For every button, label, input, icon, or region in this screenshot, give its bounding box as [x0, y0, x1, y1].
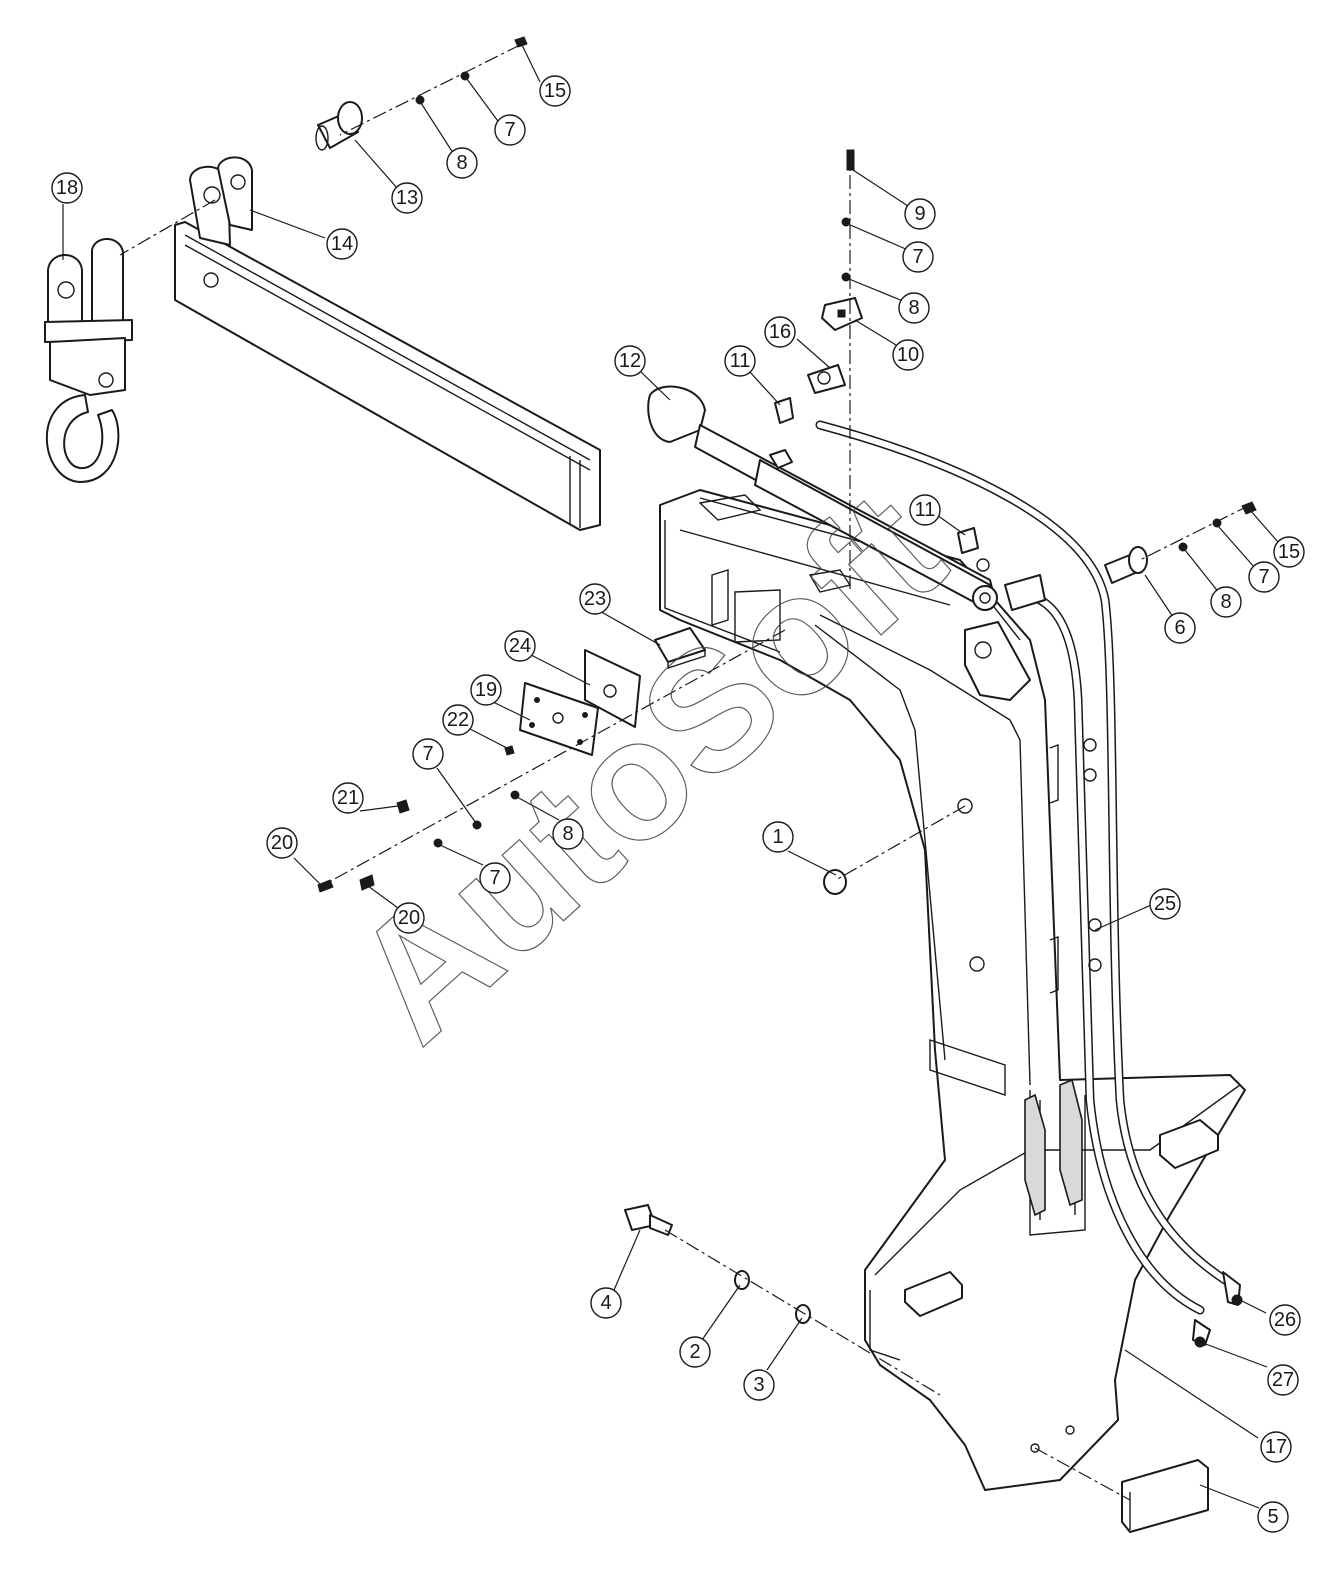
svg-text:12: 12	[619, 350, 641, 372]
balloon-21: 21	[332, 782, 364, 814]
balloon-14: 14	[326, 228, 358, 260]
svg-text:8: 8	[1220, 591, 1231, 613]
bolt-4	[624, 1204, 673, 1236]
balloon-26: 26	[1269, 1304, 1301, 1336]
svg-text:16: 16	[769, 321, 791, 343]
hydraulic-hoses	[815, 420, 1243, 1348]
balloon-9: 9	[904, 198, 936, 230]
svg-text:20: 20	[398, 907, 420, 929]
svg-text:27: 27	[1272, 1369, 1294, 1391]
balloon-7-right: 7	[1248, 561, 1280, 593]
pin-13	[315, 101, 363, 151]
svg-text:9: 9	[914, 203, 925, 225]
plug-1	[823, 869, 847, 895]
balloon-8-right: 8	[1210, 586, 1242, 618]
washers	[734, 1270, 811, 1324]
balloon-23: 23	[579, 583, 611, 615]
balloon-18: 18	[51, 172, 83, 204]
column-frame	[659, 489, 1246, 1491]
svg-text:7: 7	[489, 867, 500, 889]
balloon-20-b: 20	[393, 902, 425, 934]
balloon-1: 1	[762, 821, 794, 853]
balloon-8-mid: 8	[898, 292, 930, 324]
svg-text:8: 8	[562, 823, 573, 845]
sensor-16	[807, 364, 846, 394]
svg-text:25: 25	[1154, 893, 1176, 915]
svg-text:17: 17	[1265, 1436, 1287, 1458]
svg-text:22: 22	[447, 709, 469, 731]
svg-text:2: 2	[689, 1341, 700, 1363]
pad-23	[654, 627, 706, 669]
svg-text:13: 13	[396, 187, 418, 209]
balloon-20-a: 20	[266, 827, 298, 859]
lift-cylinder	[647, 385, 998, 611]
svg-text:7: 7	[504, 119, 515, 141]
leader-lines	[62, 44, 1279, 1509]
plate-19	[519, 682, 599, 756]
pin-6	[1104, 546, 1148, 584]
svg-text:10: 10	[897, 344, 919, 366]
plate-24	[584, 649, 641, 728]
balloon-25: 25	[1149, 888, 1181, 920]
balloon-17: 17	[1260, 1431, 1292, 1463]
svg-text:8: 8	[456, 152, 467, 174]
balloon-3: 3	[743, 1369, 775, 1401]
svg-text:14: 14	[331, 233, 353, 255]
bolts-and-nuts	[317, 36, 1257, 893]
balloon-5: 5	[1257, 1501, 1289, 1533]
svg-text:11: 11	[730, 350, 751, 372]
balloon-8-left: 8	[552, 818, 584, 850]
balloon-7-top: 7	[494, 114, 526, 146]
balloon-24: 24	[504, 630, 536, 662]
svg-text:7: 7	[1258, 566, 1269, 588]
svg-text:6: 6	[1174, 617, 1185, 639]
balloon-7-mid: 7	[902, 241, 934, 273]
svg-text:20: 20	[271, 832, 293, 854]
svg-text:3: 3	[753, 1374, 764, 1396]
fitting-hose-end	[1004, 574, 1046, 611]
svg-text:24: 24	[509, 635, 531, 657]
balloon-16: 16	[764, 316, 796, 348]
balloon-11-b: 11	[909, 494, 941, 526]
pad-5	[1121, 1459, 1209, 1533]
svg-text:26: 26	[1274, 1309, 1296, 1331]
balloon-27: 27	[1267, 1364, 1299, 1396]
svg-text:23: 23	[584, 588, 606, 610]
svg-text:21: 21	[337, 787, 359, 809]
svg-text:7: 7	[422, 743, 433, 765]
balloon-11-a: 11	[724, 345, 756, 377]
svg-text:8: 8	[908, 297, 919, 319]
svg-text:18: 18	[56, 177, 78, 199]
svg-text:19: 19	[475, 679, 497, 701]
svg-text:5: 5	[1267, 1506, 1278, 1528]
boom-beam	[174, 156, 601, 531]
svg-text:1: 1	[772, 826, 783, 848]
svg-text:15: 15	[544, 80, 566, 102]
svg-text:11: 11	[915, 499, 936, 521]
hook-block	[44, 238, 133, 483]
block-10	[821, 297, 863, 331]
balloon-19: 19	[470, 674, 502, 706]
balloon-2: 2	[679, 1336, 711, 1368]
balloon-22: 22	[442, 704, 474, 736]
svg-text:4: 4	[600, 1292, 611, 1314]
balloon-4: 4	[590, 1287, 622, 1319]
balloon-12: 12	[614, 345, 646, 377]
assembly-axes	[119, 44, 1251, 1501]
balloon-7-left-b: 7	[479, 862, 511, 894]
balloon-10: 10	[892, 339, 924, 371]
balloon-8-top: 8	[446, 147, 478, 179]
balloon-7-left-a: 7	[412, 738, 444, 770]
balloon-15-right: 15	[1273, 536, 1305, 568]
svg-text:15: 15	[1278, 541, 1300, 563]
balloon-15-top: 15	[539, 75, 571, 107]
balloon-13: 13	[391, 182, 423, 214]
balloon-6: 6	[1164, 612, 1196, 644]
svg-text:7: 7	[912, 246, 923, 268]
watermark-text: AutoSoft	[318, 456, 978, 1077]
